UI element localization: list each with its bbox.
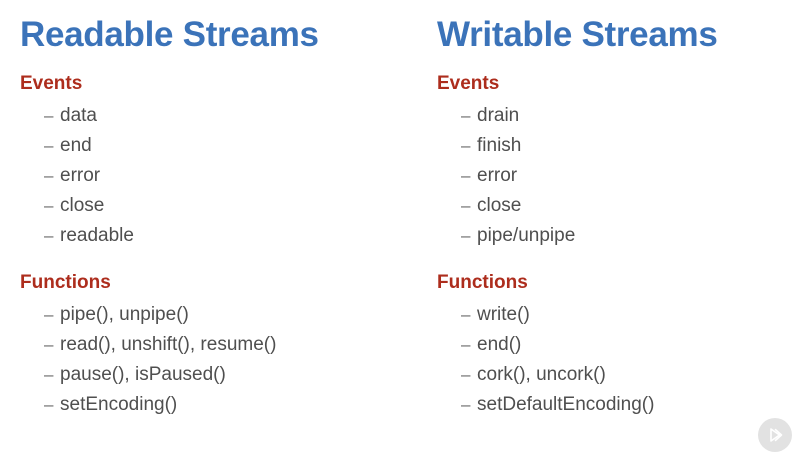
dash-bullet-icon: – [44,395,54,414]
list-item-label: end() [477,334,522,355]
section-writable-events: Events – drain – finish – error [437,74,800,251]
list-item-label: cork(), uncork() [477,364,606,385]
list-item: – error [20,161,400,191]
dash-bullet-icon: – [44,335,54,354]
list-item-label: close [477,195,522,216]
list-item: – setDefaultEncoding() [437,390,800,420]
dash-bullet-icon: – [44,226,54,245]
list-item: – drain [437,101,800,131]
dash-bullet-icon: – [461,196,471,215]
dash-bullet-icon: – [461,106,471,125]
dash-bullet-icon: – [44,136,54,155]
list-item: – finish [437,131,800,161]
list-item: – setEncoding() [20,390,400,420]
list-item: – pipe/unpipe [437,221,800,251]
list-item-label: pipe/unpipe [477,225,576,246]
list-readable-events: – data – end – error – close [20,101,400,251]
list-item: – write() [437,300,800,330]
play-chevron-icon [758,418,792,452]
dash-bullet-icon: – [461,395,471,414]
column-writable-streams: Writable Streams Events – drain – finish… [400,0,800,420]
list-writable-events: – drain – finish – error – close [437,101,800,251]
dash-bullet-icon: – [461,136,471,155]
list-item-label: drain [477,105,520,126]
list-readable-functions: – pipe(), unpipe() – read(), unshift(), … [20,300,400,420]
list-item-label: error [477,165,518,186]
section-heading-events: Events [437,73,500,94]
section-heading-functions: Functions [20,272,111,293]
column-readable-streams: Readable Streams Events – data – end – e… [0,0,400,420]
list-item-label: setEncoding() [60,394,178,415]
list-item-label: data [60,105,97,126]
dash-bullet-icon: – [44,196,54,215]
list-item-label: close [60,195,105,216]
list-item: – error [437,161,800,191]
dash-bullet-icon: – [44,166,54,185]
list-item-label: readable [60,225,134,246]
section-writable-functions: Functions – write() – end() – cork(), un… [437,273,800,420]
dash-bullet-icon: – [461,166,471,185]
dash-bullet-icon: – [461,365,471,384]
list-item: – cork(), uncork() [437,360,800,390]
page-title-writable-streams: Writable Streams [437,15,718,54]
page-title-readable-streams: Readable Streams [20,15,319,54]
list-item-label: pause(), isPaused() [60,364,226,385]
list-item-label: setDefaultEncoding() [477,394,655,415]
list-item: – end() [437,330,800,360]
list-item-label: end [60,135,92,156]
dash-bullet-icon: – [461,226,471,245]
section-heading-functions: Functions [437,272,528,293]
list-item: – readable [20,221,400,251]
dash-bullet-icon: – [461,335,471,354]
section-readable-events: Events – data – end – error – [20,74,400,251]
two-column-layout: Readable Streams Events – data – end – e… [0,0,800,420]
section-heading-events: Events [20,73,83,94]
list-item: – close [437,191,800,221]
list-item: – data [20,101,400,131]
list-item-label: error [60,165,101,186]
list-item-label: finish [477,135,522,156]
list-item-label: read(), unshift(), resume() [60,334,277,355]
list-item-label: pipe(), unpipe() [60,304,189,325]
list-item: – end [20,131,400,161]
list-item-label: write() [477,304,530,325]
list-writable-functions: – write() – end() – cork(), uncork() – s… [437,300,800,420]
section-readable-functions: Functions – pipe(), unpipe() – read(), u… [20,273,400,420]
dash-bullet-icon: – [44,305,54,324]
dash-bullet-icon: – [44,365,54,384]
dash-bullet-icon: – [461,305,471,324]
list-item: – close [20,191,400,221]
list-item: – pipe(), unpipe() [20,300,400,330]
list-item: – read(), unshift(), resume() [20,330,400,360]
dash-bullet-icon: – [44,106,54,125]
list-item: – pause(), isPaused() [20,360,400,390]
